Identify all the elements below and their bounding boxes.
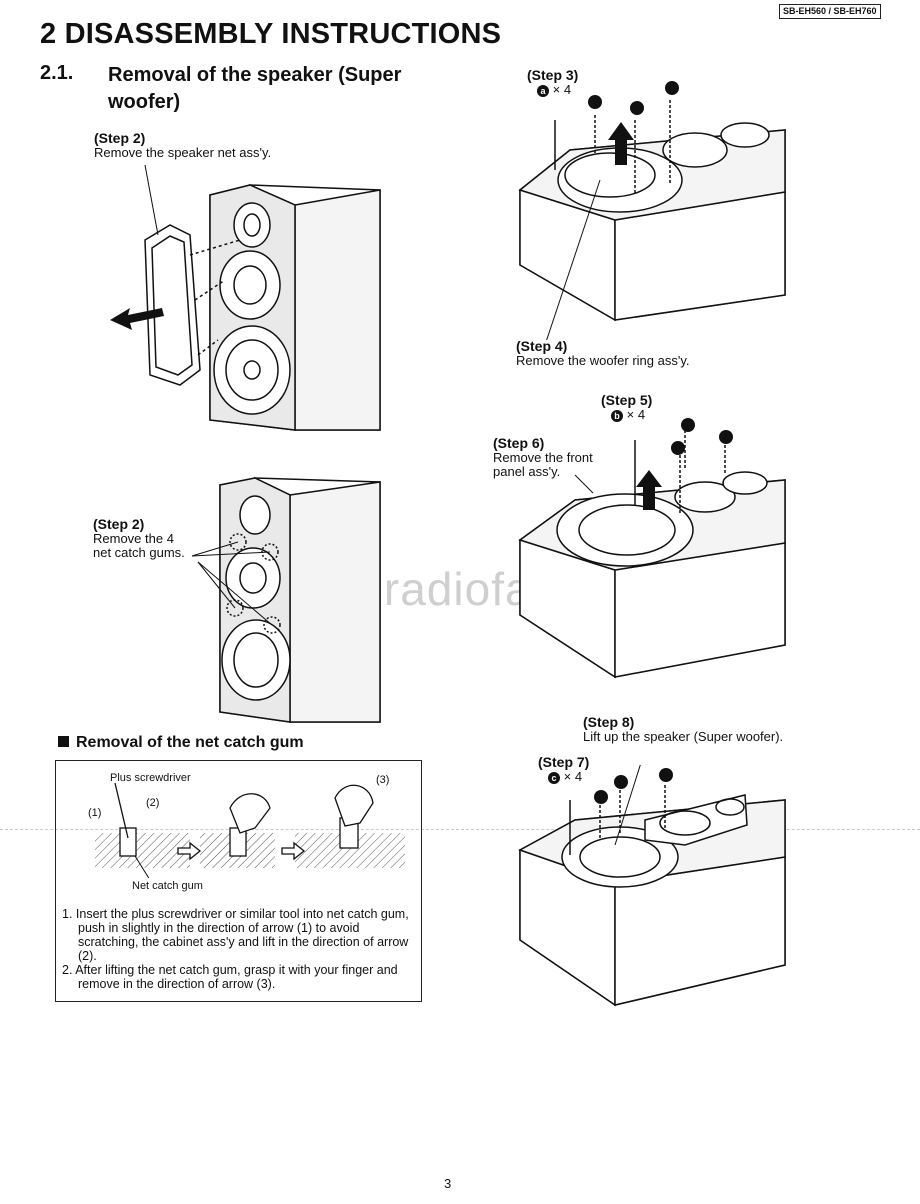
step-8-lift-woofer: (Step 8) Lift up the speaker (Super woof…: [583, 715, 783, 744]
screw-count-row: b × 4: [601, 408, 652, 422]
step-label: (Step 3): [527, 67, 579, 83]
step-5-screws: (Step 5) b × 4: [601, 393, 652, 422]
step-3-screws: (Step 3) a × 4: [527, 68, 578, 97]
step-label: (Step 6): [493, 435, 545, 451]
screw-count: × 4: [552, 82, 572, 97]
arrow-2-label: (2): [146, 797, 160, 809]
step-text-line2: net catch gums.: [93, 545, 185, 560]
model-number-label: SB-EH560 / SB-EH760: [779, 4, 881, 19]
step-label: (Step 2): [93, 516, 145, 532]
step-text-line1: Remove the 4: [93, 531, 174, 546]
net-catch-gum-label: Net catch gum: [132, 880, 203, 892]
speaker-net-removal-illustration: [110, 164, 381, 431]
arrow-3-label: (3): [376, 774, 390, 786]
net-catch-section-title: Removal of the net catch gum: [58, 734, 304, 752]
step-text: Remove the speaker net ass'y.: [94, 145, 272, 160]
net-catch-removal-illustration: [95, 782, 405, 878]
instruction-1: 1. Insert the plus screwdriver or simila…: [62, 907, 409, 963]
screw-a-badge: a: [537, 85, 549, 97]
step-label: (Step 2): [94, 130, 146, 146]
step-label: (Step 4): [516, 338, 568, 354]
screw-b-badge: b: [611, 410, 623, 422]
screw-count: × 4: [626, 407, 646, 422]
step-4-woofer-ring: (Step 4) Remove the woofer ring ass'y.: [516, 339, 689, 368]
plus-screwdriver-label: Plus screwdriver: [110, 772, 191, 784]
step-text: Remove the woofer ring ass'y.: [516, 353, 690, 368]
section-title: Removal of the speaker (Super woofer): [108, 64, 402, 113]
step-text-line1: Remove the front: [493, 450, 593, 465]
screw-count: × 4: [563, 769, 583, 784]
step-label: (Step 8): [583, 714, 635, 730]
step-2-net-catch-gums: (Step 2) Remove the 4 net catch gums.: [93, 517, 185, 560]
super-woofer-lift-illustration: [518, 765, 786, 1007]
step-2-net-removal: (Step 2) Remove the speaker net ass'y.: [94, 131, 271, 160]
step-label: (Step 7): [538, 754, 590, 770]
dashed-separator: [0, 829, 920, 830]
screw-count-row: c × 4: [538, 770, 589, 784]
screw-c-badge: c: [548, 772, 560, 784]
step-6-front-panel: (Step 6) Remove the front panel ass'y.: [493, 436, 593, 479]
arrow-1-label: (1): [88, 807, 102, 819]
screw-count-row: a × 4: [527, 83, 578, 97]
bullet-square-icon: [58, 736, 69, 747]
page-number: 3: [444, 1176, 452, 1191]
step-text: Lift up the speaker (Super woofer).: [583, 729, 784, 744]
net-catch-instructions: 1. Insert the plus screwdriver or simila…: [62, 907, 418, 991]
net-catch-gums-illustration: [191, 476, 381, 723]
front-panel-removal-illustration: [518, 418, 786, 679]
woofer-ring-removal-illustration: [518, 81, 786, 340]
step-7-screws: (Step 7) c × 4: [538, 755, 589, 784]
step-label: (Step 5): [601, 392, 653, 408]
net-catch-title-text: Removal of the net catch gum: [76, 734, 304, 751]
net-catch-instruction-box: [55, 760, 422, 1002]
step-text-line2: panel ass'y.: [493, 464, 561, 479]
instruction-2: 2. After lifting the net catch gum, gras…: [62, 963, 398, 991]
section-number: 2.1.: [40, 62, 74, 84]
page-title: 2 DISASSEMBLY INSTRUCTIONS: [40, 18, 502, 50]
